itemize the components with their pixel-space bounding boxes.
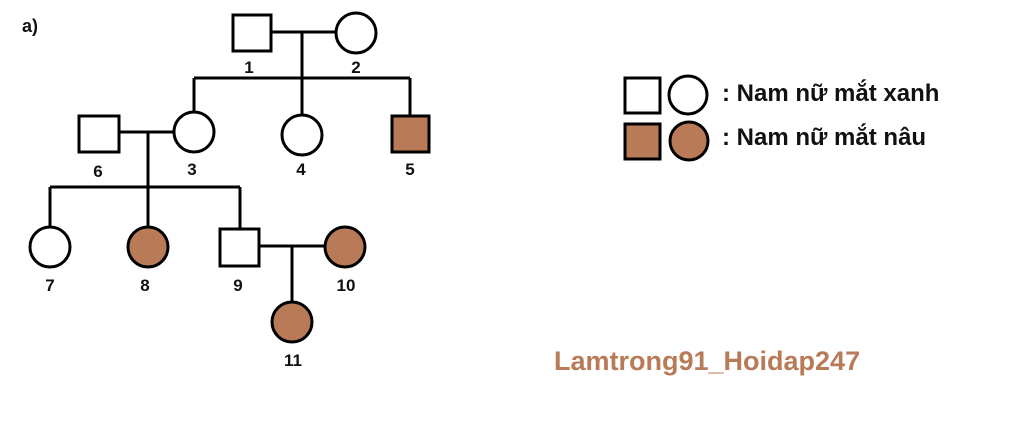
legend-unaffected-label: : Nam nữ mắt xanh: [722, 80, 940, 107]
legend-female-affected-symbol: [668, 120, 710, 162]
individual-5-male-affected: [390, 114, 431, 154]
individual-label-10: 10: [337, 276, 356, 295]
legend-female-unaffected-symbol: [667, 74, 709, 116]
individual-label-11: 11: [284, 351, 302, 370]
individual-number-labels: 1 2 3 4 5 6 7 8 9 10 11: [45, 58, 414, 370]
individual-10-female-affected: [323, 225, 367, 269]
legend-male-affected-symbol: [623, 122, 662, 161]
pedigree-lines: [48, 30, 412, 302]
individual-label-7: 7: [45, 276, 54, 295]
individual-9-male-unaffected: [218, 227, 261, 268]
individual-label-4: 4: [296, 160, 306, 179]
individual-1-male-unaffected: [231, 13, 273, 53]
legend-affected-label: : Nam nữ mắt nâu: [722, 124, 927, 151]
individual-label-9: 9: [233, 276, 242, 295]
individual-4-female-unaffected: [280, 113, 324, 157]
individual-6-male-unaffected: [77, 114, 121, 154]
individual-label-3: 3: [187, 160, 196, 179]
individual-label-2: 2: [351, 58, 360, 77]
individual-2-female-unaffected: [334, 11, 378, 55]
legend-male-unaffected-symbol: [623, 76, 662, 115]
individual-8-female-affected: [126, 225, 170, 269]
individual-3-female-unaffected: [172, 110, 216, 154]
individual-label-1: 1: [244, 58, 253, 77]
individual-label-8: 8: [140, 276, 149, 295]
individual-label-6: 6: [93, 162, 102, 181]
individual-7-female-unaffected: [28, 225, 72, 269]
watermark-text: Lamtrong91_Hoidap247: [554, 346, 861, 376]
legend-symbols: [623, 74, 710, 162]
pedigree-individuals: [28, 11, 431, 344]
individual-label-5: 5: [405, 160, 414, 179]
figure-part-label: a): [22, 16, 39, 36]
individual-11-female-affected: [270, 300, 314, 344]
